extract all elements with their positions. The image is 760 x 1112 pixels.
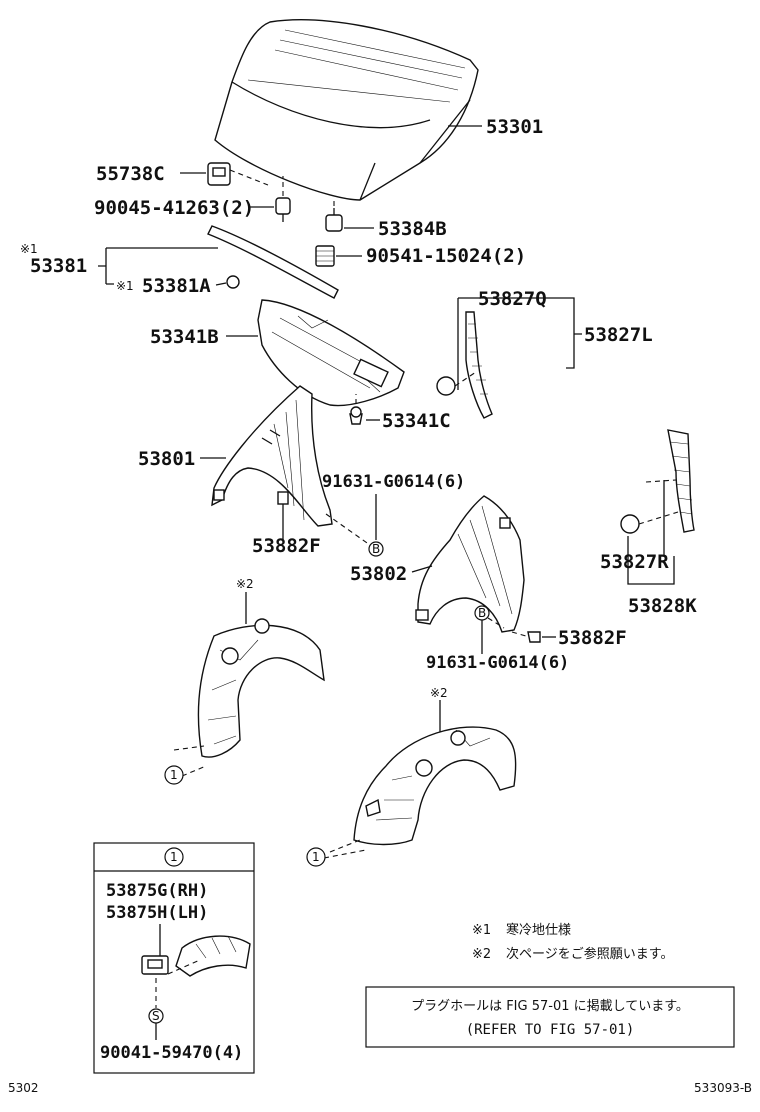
fender-liner-clip-right[interactable] bbox=[527, 631, 541, 643]
mark-circle-one-right-text: 1 bbox=[312, 850, 320, 864]
label-fender-liner-clip-right[interactable]: 53882F bbox=[558, 627, 627, 649]
note2-text: 次ページをご参照願います。 bbox=[506, 946, 673, 962]
label-hood-bolt[interactable]: 90045-41263(2) bbox=[94, 197, 254, 219]
refer-jp: プラグホールは FIG 57-01 に掲載しています。 bbox=[411, 998, 689, 1014]
refer-en: (REFER TO FIG 57-01) bbox=[466, 1022, 635, 1038]
label-insulator-clip[interactable]: 53341C bbox=[382, 410, 451, 432]
label-fender-bolt-top[interactable]: 91631-G0614(6) bbox=[322, 472, 465, 492]
hood-seal-clip[interactable] bbox=[226, 275, 240, 289]
fender-liner-left[interactable] bbox=[197, 618, 325, 758]
label-fender-seal-k[interactable]: 53828K bbox=[628, 595, 697, 617]
footer-page-code: 5302 bbox=[8, 1081, 39, 1095]
fender-liner-right[interactable] bbox=[353, 726, 517, 846]
detail-circle-s-text: S bbox=[152, 1009, 160, 1023]
label-fender-liner-clip-left[interactable]: 53882F bbox=[252, 535, 321, 557]
note2-mark: ※2 bbox=[472, 947, 491, 962]
label-hood-cushion-spring[interactable]: 90541-15024(2) bbox=[366, 245, 526, 267]
mark-circle-b-top-text: B bbox=[372, 542, 380, 556]
hood-bolt[interactable] bbox=[275, 197, 291, 222]
label-fender-seal-q[interactable]: 53827Q bbox=[478, 288, 547, 310]
hood-cushion[interactable] bbox=[207, 162, 231, 186]
mark-asterisk-2a: ※2 bbox=[236, 577, 254, 591]
note1-mark: ※1 bbox=[472, 923, 491, 938]
mark-asterisk-2b: ※2 bbox=[430, 686, 448, 700]
mark-asterisk-1a: ※1 bbox=[20, 242, 38, 256]
mark-circle-one-left-text: 1 bbox=[170, 768, 178, 782]
label-hood-seal-clip[interactable]: 53381A bbox=[142, 275, 211, 297]
label-hood-cushion[interactable]: 55738C bbox=[96, 163, 165, 185]
mark-circle-one-right bbox=[306, 847, 326, 867]
fender-liner-clip-left[interactable] bbox=[277, 491, 289, 505]
hood-seal[interactable] bbox=[207, 225, 339, 299]
label-fender-seal-r[interactable]: 53827R bbox=[600, 551, 669, 573]
mark-circle-b-top bbox=[368, 541, 384, 557]
insulator-clip[interactable] bbox=[349, 406, 363, 425]
fender-seal-upper[interactable] bbox=[436, 311, 493, 419]
hood-stopper[interactable] bbox=[325, 208, 343, 232]
detail-liner-fragment bbox=[175, 935, 251, 977]
detail-header-circle bbox=[164, 847, 184, 867]
front-fender-left[interactable] bbox=[211, 385, 333, 527]
footer-figure-code: 533093-B bbox=[694, 1081, 752, 1095]
label-hood-insulator[interactable]: 53341B bbox=[150, 326, 219, 348]
detail-box: 1 53875G(RH) 53875H(LH) S 90041-59470(4) bbox=[93, 842, 255, 1074]
hood-panel[interactable] bbox=[214, 19, 479, 201]
label-hood[interactable]: 53301 bbox=[486, 116, 543, 138]
label-detail-screw[interactable]: 90041-59470(4) bbox=[100, 1043, 243, 1063]
label-detail-lh[interactable]: 53875H(LH) bbox=[106, 903, 208, 923]
front-fender-right[interactable] bbox=[415, 495, 525, 633]
label-hood-stopper[interactable]: 53384B bbox=[378, 218, 447, 240]
label-fender-left[interactable]: 53801 bbox=[138, 448, 195, 470]
hood-cushion-spring[interactable] bbox=[315, 245, 335, 267]
reference-box: プラグホールは FIG 57-01 に掲載しています。 (REFER TO FI… bbox=[365, 986, 735, 1048]
detail-nut[interactable] bbox=[141, 955, 169, 975]
detail-header-mark: 1 bbox=[170, 850, 178, 864]
mark-asterisk-1b: ※1 bbox=[116, 279, 134, 293]
label-fender-seal-l[interactable]: 53827L bbox=[584, 324, 653, 346]
label-fender-bolt-bottom[interactable]: 91631-G0614(6) bbox=[426, 653, 569, 673]
label-hood-seal[interactable]: 53381 bbox=[30, 255, 87, 277]
hood-insulator[interactable] bbox=[257, 299, 405, 407]
label-fender-right[interactable]: 53802 bbox=[350, 563, 407, 585]
mark-circle-one-left bbox=[164, 765, 184, 785]
note1-text: 寒冷地仕様 bbox=[506, 922, 571, 938]
mark-circle-b-bottom-text: B bbox=[478, 606, 486, 620]
fender-seal-lower[interactable] bbox=[620, 429, 695, 534]
label-detail-rh[interactable]: 53875G(RH) bbox=[106, 881, 208, 901]
